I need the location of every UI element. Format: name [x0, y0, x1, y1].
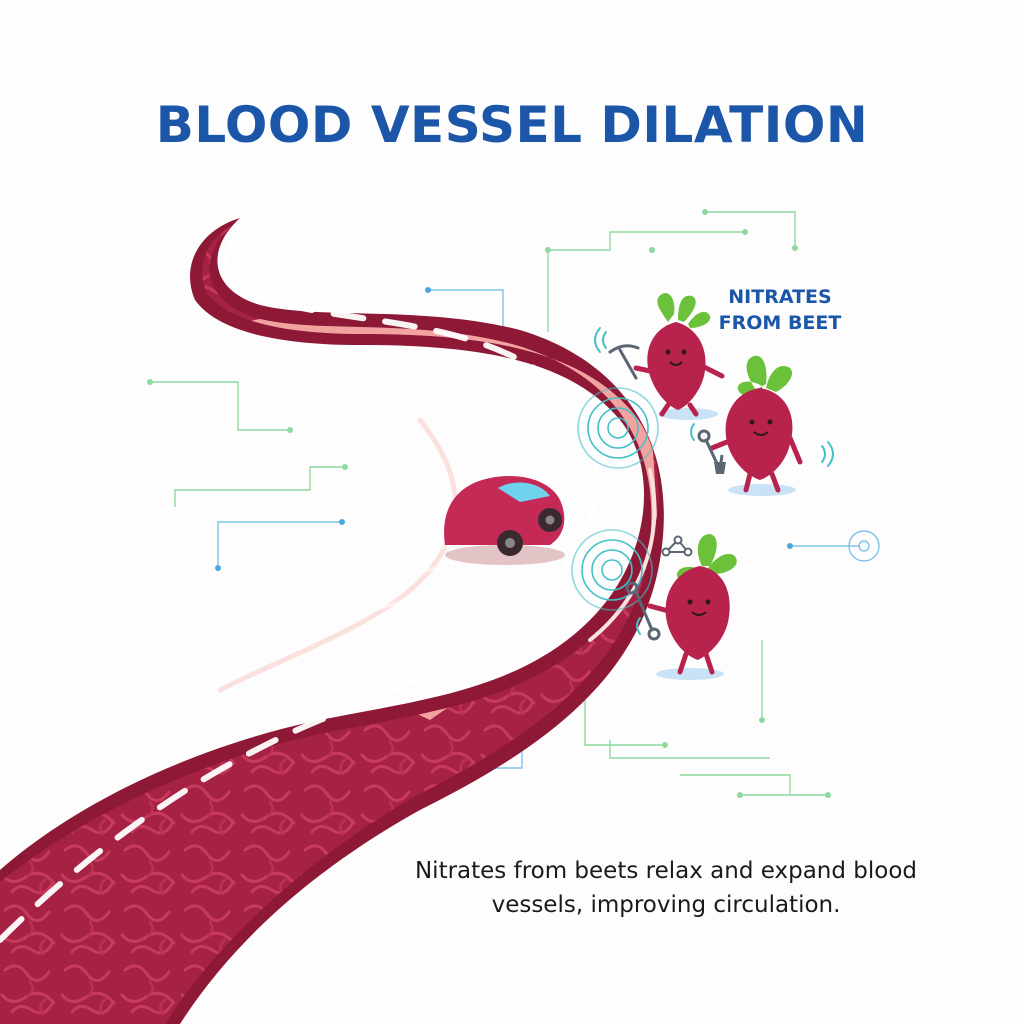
signal-ring-icon — [571, 387, 659, 611]
caption-line2: vessels, improving circulation. — [491, 892, 841, 918]
beet-character-1 — [633, 293, 725, 420]
caption-line1: Nitrates from beets relax and expand blo… — [414, 858, 918, 884]
wrench-icon-2 — [625, 581, 661, 641]
caption: Nitrates from beets relax and expand blo… — [396, 854, 936, 922]
beet-character-2 — [709, 355, 803, 496]
beet-label: NITRATES FROM BEET — [700, 284, 860, 336]
page-title: BLOOD VESSEL DILATION — [155, 96, 869, 154]
pickaxe-icon — [608, 344, 640, 380]
motion-arcs — [594, 327, 834, 635]
blood-vessel — [0, 218, 664, 1024]
beet-label-line1: NITRATES — [728, 286, 832, 308]
shovel-icon — [714, 454, 726, 474]
beet-label-line2: FROM BEET — [718, 312, 842, 334]
molecule-icon — [661, 535, 693, 557]
car-icon — [444, 476, 565, 565]
beet-character-3 — [647, 534, 737, 680]
